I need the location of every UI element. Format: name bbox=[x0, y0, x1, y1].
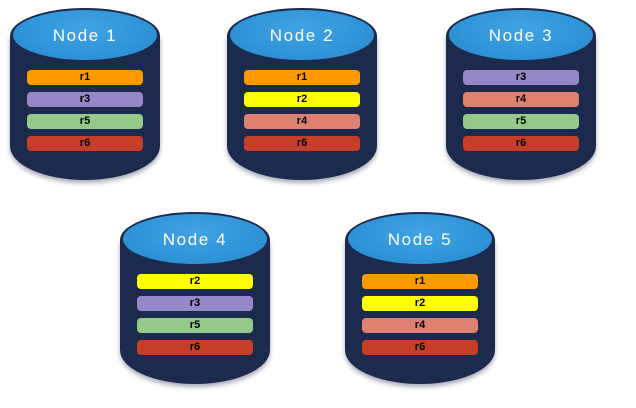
database-node-5[interactable]: Node 5 r1 r2 r4 r6 bbox=[345, 212, 495, 400]
replica-bar[interactable]: r4 bbox=[244, 114, 360, 129]
replica-bar[interactable]: r3 bbox=[137, 296, 253, 311]
node-cylinder-top: Node 4 bbox=[123, 214, 267, 264]
replica-list: r1 r3 r5 r6 bbox=[27, 70, 143, 151]
node-label: Node 2 bbox=[269, 25, 335, 45]
node-label: Node 3 bbox=[488, 25, 554, 45]
node-label: Node 5 bbox=[387, 229, 453, 249]
replica-bar[interactable]: r4 bbox=[463, 92, 579, 107]
node-label: Node 4 bbox=[162, 229, 228, 249]
node-label: Node 1 bbox=[52, 25, 118, 45]
node-cylinder-top: Node 2 bbox=[230, 10, 374, 60]
replica-bar[interactable]: r6 bbox=[244, 136, 360, 151]
replica-bar[interactable]: r6 bbox=[137, 340, 253, 355]
replica-bar[interactable]: r2 bbox=[244, 92, 360, 107]
replica-bar[interactable]: r6 bbox=[362, 340, 478, 355]
replica-bar[interactable]: r6 bbox=[27, 136, 143, 151]
database-node-3[interactable]: Node 3 r3 r4 r5 r6 bbox=[446, 8, 596, 196]
replica-bar[interactable]: r5 bbox=[27, 114, 143, 129]
replica-bar[interactable]: r3 bbox=[463, 70, 579, 85]
replica-list: r1 r2 r4 r6 bbox=[244, 70, 360, 151]
node-cylinder-top: Node 3 bbox=[449, 10, 593, 60]
database-node-4[interactable]: Node 4 r2 r3 r5 r6 bbox=[120, 212, 270, 400]
replica-bar[interactable]: r2 bbox=[362, 296, 478, 311]
replica-list: r2 r3 r5 r6 bbox=[137, 274, 253, 355]
replica-bar[interactable]: r1 bbox=[362, 274, 478, 289]
node-cylinder-top: Node 1 bbox=[13, 10, 157, 60]
replica-bar[interactable]: r1 bbox=[27, 70, 143, 85]
replica-bar[interactable]: r1 bbox=[244, 70, 360, 85]
replica-bar[interactable]: r5 bbox=[137, 318, 253, 333]
database-node-1[interactable]: Node 1 r1 r3 r5 r6 bbox=[10, 8, 160, 196]
replica-bar[interactable]: r6 bbox=[463, 136, 579, 151]
replica-bar[interactable]: r2 bbox=[137, 274, 253, 289]
replica-bar[interactable]: r5 bbox=[463, 114, 579, 129]
node-cylinder-top: Node 5 bbox=[348, 214, 492, 264]
replica-bar[interactable]: r4 bbox=[362, 318, 478, 333]
replica-list: r3 r4 r5 r6 bbox=[463, 70, 579, 151]
database-node-2[interactable]: Node 2 r1 r2 r4 r6 bbox=[227, 8, 377, 196]
replica-list: r1 r2 r4 r6 bbox=[362, 274, 478, 355]
replica-bar[interactable]: r3 bbox=[27, 92, 143, 107]
